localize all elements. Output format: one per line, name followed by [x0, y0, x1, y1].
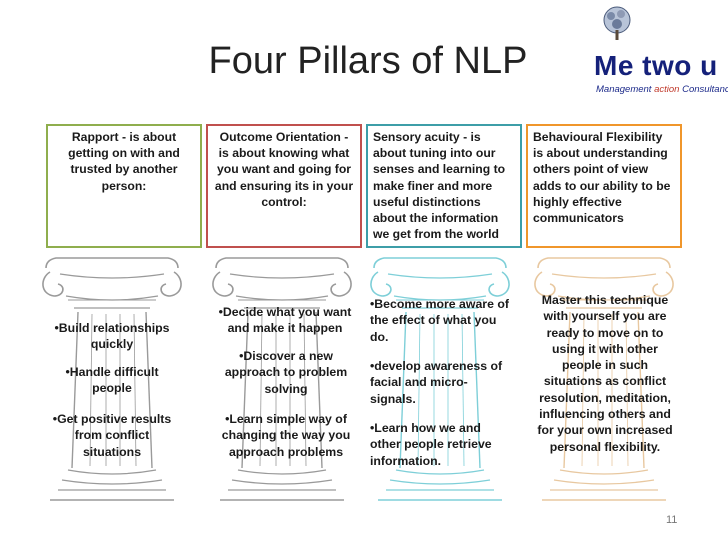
pillar-4-text: Master this technique with yourself you …: [537, 293, 673, 454]
pillar-3-bullet: •Become more aware of the effect of what…: [370, 297, 509, 344]
pillar-1-heading: Rapport - is about getting on with and t…: [46, 124, 202, 248]
pillar-3-bullet: •develop awareness of facial and micro-s…: [370, 359, 503, 406]
pillar-2-bullet: •Learn simple way of changing the way yo…: [221, 412, 351, 459]
pillar-2-bullet: •Discover a new approach to problem solv…: [224, 349, 348, 396]
slide-title: Four Pillars of NLP: [208, 40, 528, 82]
company-logo: Me two u Management action Consultancy: [592, 4, 728, 100]
pillar-4-heading: Behavioural Flexibility is about underst…: [526, 124, 682, 248]
page-number: 11: [666, 514, 678, 526]
pillar-1-bullet: •Build relationships quickly: [54, 321, 170, 352]
pillar-1-bullet: •Get positive results from conflict situ…: [52, 412, 172, 459]
pillar-3-bullet: •Learn how we and other people retrieve …: [370, 421, 492, 468]
pillar-2-heading: Outcome Orientation - is about knowing w…: [206, 124, 362, 248]
logo-tagline: Management action Consultancy: [596, 84, 728, 95]
logo-brand: Me two u: [594, 50, 718, 81]
pillar-3-heading: Sensory acuity - is about tuning into ou…: [366, 124, 522, 248]
pillar-2-bullet: •Decide what you want and make it happen: [218, 305, 352, 336]
pillar-1-bullet: •Handle difficult people: [65, 365, 159, 396]
logo-tree-icon: [603, 6, 631, 40]
